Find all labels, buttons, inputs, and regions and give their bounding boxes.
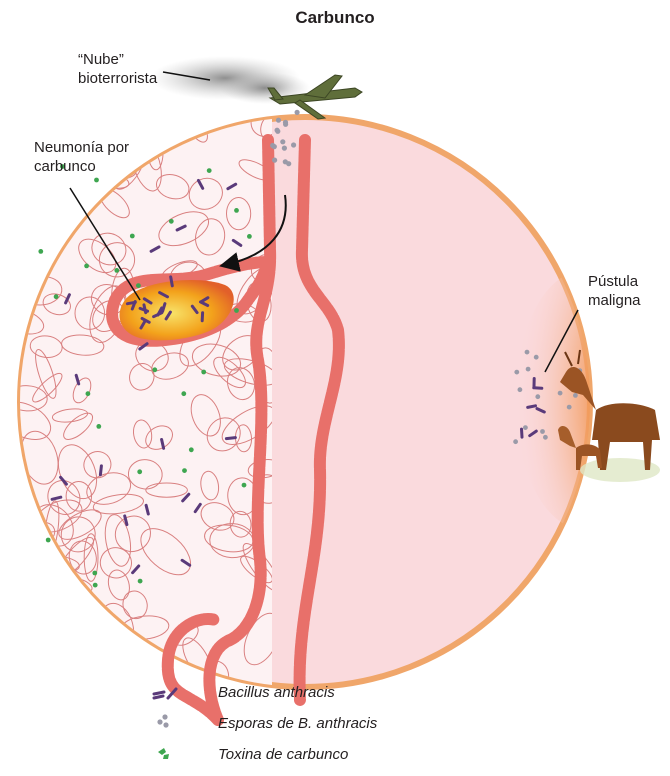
spores-icon	[150, 711, 190, 735]
legend-text-spores: Esporas de B. anthracis	[218, 715, 377, 732]
toxin-icon	[150, 742, 190, 766]
legend-text-toxin: Toxina de carbunco	[218, 746, 348, 763]
legend-text-bacillus: Bacillus anthracis	[218, 684, 335, 701]
bacillus-icon	[150, 680, 190, 704]
cloud-label: “Nube”bioterrorista	[78, 50, 157, 88]
lung-tissue	[0, 95, 287, 700]
legend-item-bacillus: Bacillus anthracis	[150, 680, 550, 708]
legend-item-spores: Esporas de B. anthracis	[150, 711, 550, 739]
legend-item-toxin: Toxina de carbunco	[150, 742, 550, 770]
